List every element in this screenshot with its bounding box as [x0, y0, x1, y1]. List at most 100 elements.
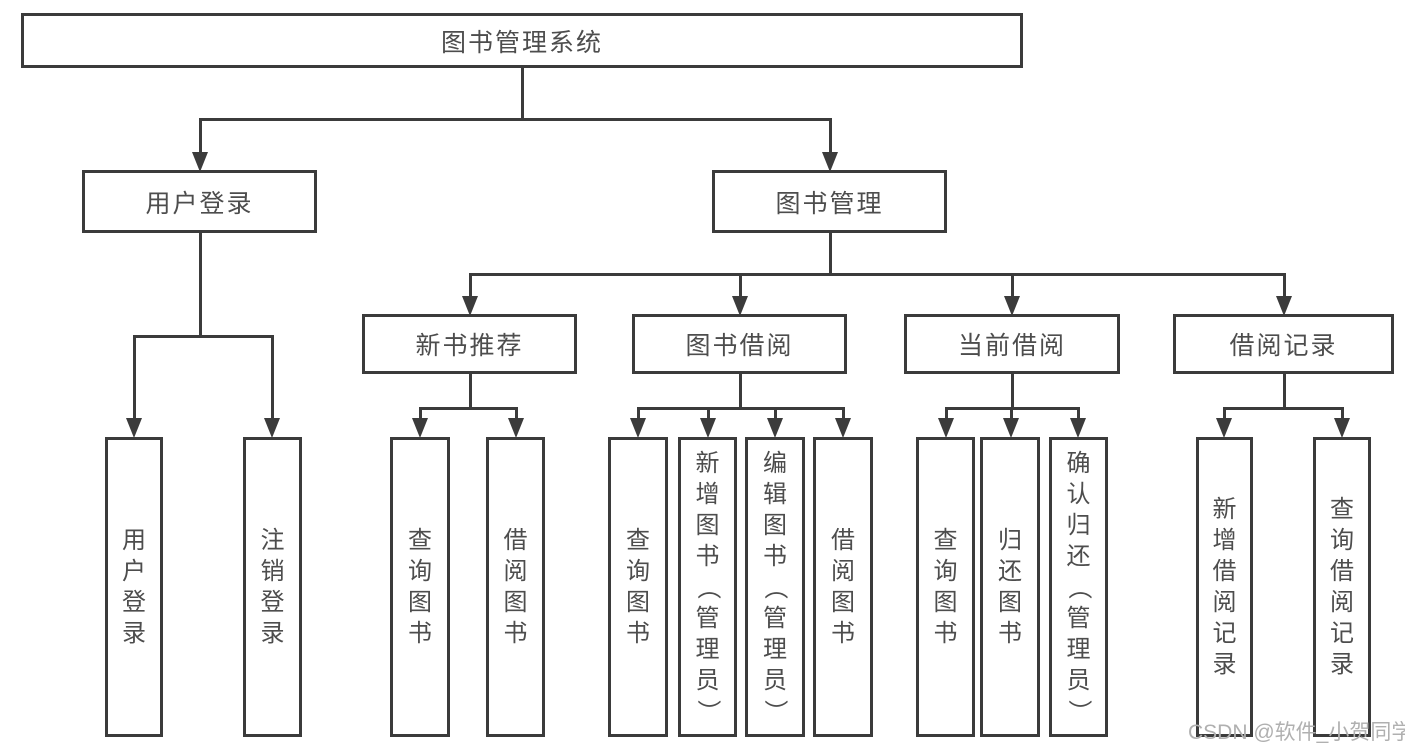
vertical-char: （	[761, 575, 789, 599]
vertical-char: 阅	[503, 558, 528, 585]
connector-drop	[1340, 407, 1344, 420]
vertical-char: 理	[763, 635, 787, 663]
arrow-down-icon	[1004, 296, 1020, 316]
vertical-char: 询	[933, 558, 958, 585]
vertical-char: 书	[695, 542, 720, 570]
vertical-char: 记	[1212, 620, 1237, 647]
connector-drop	[468, 273, 472, 298]
vertical-char: 图	[831, 589, 855, 616]
vertical-char: 增	[695, 480, 720, 508]
arrow-down-icon	[630, 418, 646, 438]
node-current-borrowing-label: 当前借阅	[957, 332, 1066, 360]
vertical-char: 理	[1066, 635, 1091, 663]
arrow-down-icon	[1276, 296, 1292, 316]
vertical-char: 借	[503, 527, 528, 554]
arrow-down-icon	[126, 418, 142, 438]
vertical-char: 借	[831, 527, 855, 554]
node-leaf-query-borrow-record: 查询借阅记录	[1313, 437, 1371, 737]
vertical-char: 登	[122, 589, 146, 616]
arrow-down-icon	[732, 296, 748, 316]
vertical-char: 图	[695, 511, 720, 539]
vertical-char: ）	[694, 699, 721, 723]
node-book-management: 图书管理	[712, 170, 947, 233]
connector-drop	[132, 335, 136, 420]
vertical-char: 录	[1330, 651, 1354, 678]
vertical-char: 确	[1066, 449, 1091, 477]
vertical-char: 书	[831, 620, 855, 647]
node-library-management-system-label: 图书管理系统	[440, 28, 603, 57]
csdn-watermark: CSDN @软件_小贺同学	[1188, 721, 1405, 744]
connector-drop	[1282, 273, 1286, 298]
vertical-char: 书	[763, 542, 787, 570]
arrow-down-icon	[767, 418, 783, 438]
arrow-down-icon	[822, 152, 838, 172]
node-new-book-recommendation-label: 新书推荐	[415, 332, 524, 360]
vertical-char: 图	[626, 589, 650, 616]
vertical-char: 查	[1330, 496, 1354, 523]
vertical-char: ）	[1065, 699, 1092, 723]
node-leaf-borrow-books-newbooks: 借阅图书	[486, 437, 545, 737]
connector-bar	[132, 335, 274, 338]
vertical-char: 图	[503, 589, 528, 616]
connector-stem	[468, 374, 472, 407]
vertical-char: ）	[761, 699, 789, 723]
arrow-down-icon	[508, 418, 524, 438]
connector-bar	[1222, 407, 1344, 410]
vertical-char: 图	[408, 589, 432, 616]
connector-drop	[944, 407, 948, 420]
connector-drop	[636, 407, 640, 420]
vertical-char: 书	[408, 620, 432, 647]
connector-drop	[198, 118, 202, 154]
vertical-char: 图	[763, 511, 787, 539]
vertical-char: 借	[1212, 558, 1237, 585]
node-new-book-recommendation: 新书推荐	[362, 314, 577, 374]
connector-drop	[738, 273, 742, 298]
node-current-borrowing: 当前借阅	[904, 314, 1120, 374]
vertical-char: 询	[626, 558, 650, 585]
node-leaf-query-books-current: 查询图书	[916, 437, 975, 737]
connector-drop	[514, 407, 518, 420]
node-user-login: 用户登录	[82, 170, 317, 233]
connector-drop	[1222, 407, 1226, 420]
connector-stem	[828, 233, 832, 273]
vertical-char: 阅	[1212, 589, 1237, 616]
arrow-down-icon	[1334, 418, 1350, 438]
connector-drop	[1076, 407, 1080, 420]
vertical-char: 书	[626, 620, 650, 647]
vertical-char: 用	[122, 527, 146, 554]
vertical-char: 查	[933, 527, 958, 554]
vertical-char: 记	[1330, 620, 1354, 647]
node-leaf-edit-books-admin: 编辑图书（管理员）	[745, 437, 805, 737]
vertical-char: 书	[933, 620, 958, 647]
connector-bar	[636, 407, 845, 410]
vertical-char: 管	[1066, 604, 1091, 632]
connector-drop	[270, 335, 274, 420]
connector-drop	[773, 407, 777, 420]
vertical-char: 增	[1212, 527, 1237, 554]
arrow-down-icon	[700, 418, 716, 438]
vertical-char: 归	[1066, 511, 1091, 539]
connector-stem	[1282, 374, 1286, 407]
connector-drop	[1010, 273, 1014, 298]
vertical-char: 录	[260, 620, 285, 647]
node-leaf-query-books-borrowing: 查询图书	[608, 437, 668, 737]
vertical-char: 查	[626, 527, 650, 554]
vertical-char: 新	[695, 449, 720, 477]
arrow-down-icon	[1216, 418, 1232, 438]
node-borrowing-records: 借阅记录	[1173, 314, 1394, 374]
connector-bar	[468, 273, 1286, 276]
vertical-char: 员	[763, 666, 787, 694]
connector-drop	[828, 118, 832, 154]
node-user-login-label: 用户登录	[145, 189, 254, 218]
vertical-char: 户	[122, 558, 146, 585]
node-leaf-add-borrow-record: 新增借阅记录	[1196, 437, 1253, 737]
vertical-char: 归	[998, 527, 1022, 554]
vertical-char: 查	[408, 527, 432, 554]
node-leaf-return-books: 归还图书	[980, 437, 1040, 737]
vertical-char: 录	[122, 620, 146, 647]
vertical-char: 还	[998, 558, 1022, 585]
connector-drop	[841, 407, 845, 420]
vertical-char: 理	[695, 635, 720, 663]
vertical-char: 辑	[763, 480, 787, 508]
